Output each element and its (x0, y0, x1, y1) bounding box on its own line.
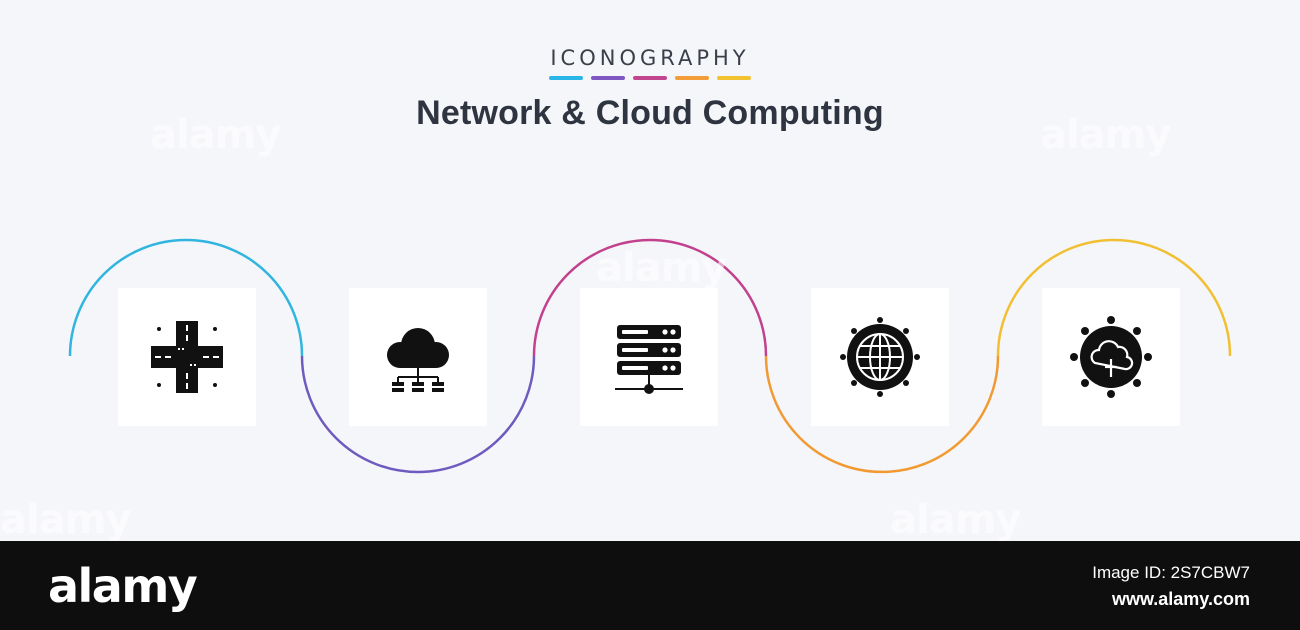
page-title: Network & Cloud Computing (416, 94, 884, 132)
cloud-hub-icon (1070, 316, 1152, 398)
tile-crossroad (118, 288, 256, 426)
stripe-4 (675, 76, 709, 80)
watermark: alamy (150, 112, 281, 158)
watermark: alamy (1040, 112, 1171, 158)
wave-segment-2 (300, 355, 536, 474)
stripe-2 (591, 76, 625, 80)
watermark: alamy (0, 497, 131, 543)
wave-segment-1 (68, 238, 304, 357)
site-url: www.alamy.com (1111, 589, 1250, 609)
color-stripes (0, 76, 1300, 80)
tile-global-network (811, 288, 949, 426)
header: ICONOGRAPHY Network & Cloud Computing (0, 46, 1300, 133)
wave-segment-3 (532, 238, 768, 357)
brand-logo: alamy (48, 559, 198, 613)
global-network-icon (840, 317, 920, 397)
image-id: Image ID: 2S7CBW7 (1092, 563, 1250, 582)
cloud-network-icon (387, 328, 449, 392)
watermark: alamy (596, 245, 727, 291)
watermark: alamy (890, 497, 1021, 543)
wave-segment-4 (764, 355, 1000, 474)
tile-server-rack (580, 288, 718, 426)
server-rack-icon (615, 325, 683, 394)
tile-cloud-hub (1042, 288, 1180, 426)
footer-bar: alamy Image ID: 2S7CBW7 www.alamy.com (0, 541, 1300, 630)
tile-cloud-network (349, 288, 487, 426)
stripe-5 (717, 76, 751, 80)
wave-segment-5 (996, 238, 1232, 357)
kicker-label: ICONOGRAPHY (550, 46, 750, 70)
crossroad-icon (151, 321, 223, 393)
stripe-1 (549, 76, 583, 80)
stripe-3 (633, 76, 667, 80)
